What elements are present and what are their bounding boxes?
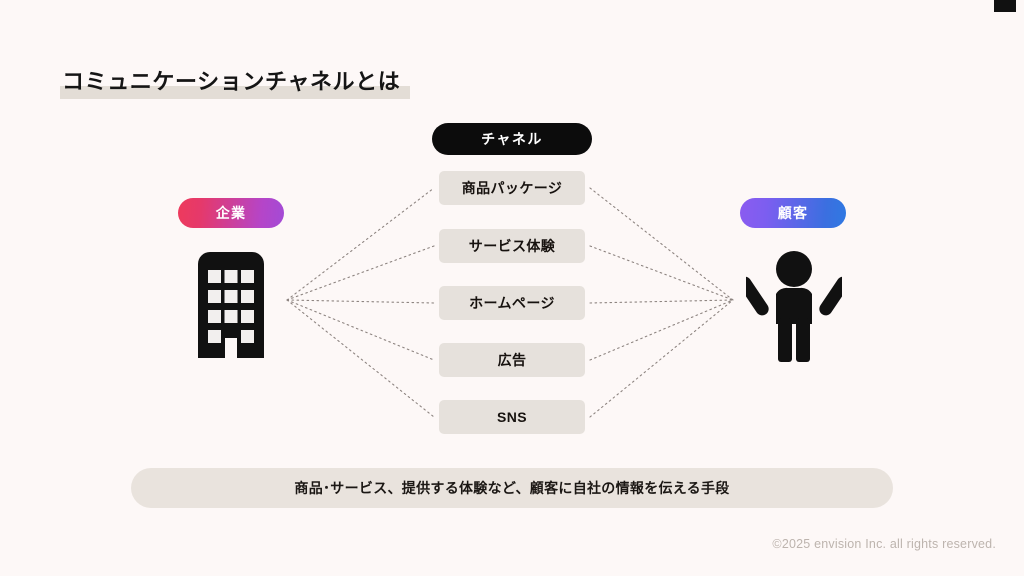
channel-header-label: チャネル: [481, 131, 543, 147]
caption-text: 商品･サービス、提供する体験など、顧客に自社の情報を伝える手段: [294, 480, 730, 496]
channel-item-1[interactable]: サービス体験: [439, 229, 585, 263]
footer-copyright: ©2025 envision Inc. all rights reserved.: [772, 537, 996, 551]
channel-item-label: ホームページ: [469, 295, 555, 311]
caption-bar: 商品･サービス、提供する体験など、顧客に自社の情報を伝える手段: [131, 468, 893, 508]
customer-pill: 顧客: [740, 198, 846, 228]
company-label: 企業: [215, 205, 247, 221]
channel-item-0[interactable]: 商品パッケージ: [439, 171, 585, 205]
channel-item-3[interactable]: 広告: [439, 343, 585, 377]
company-pill: 企業: [178, 198, 284, 228]
channel-item-label: SNS: [497, 409, 527, 425]
page-title: コミュニケーションチャネルとは: [60, 66, 410, 100]
corner-marker: [994, 0, 1016, 12]
channel-item-label: 商品パッケージ: [461, 180, 563, 196]
channel-item-4[interactable]: SNS: [439, 400, 585, 434]
person-raised-arms-icon: [746, 251, 842, 362]
channel-header-pill: チャネル: [432, 123, 592, 155]
customer-label: 顧客: [777, 205, 809, 221]
title-highlight-band: [60, 86, 410, 99]
channel-item-label: 広告: [497, 352, 527, 368]
channel-item-2[interactable]: ホームページ: [439, 286, 585, 320]
page-title-text: コミュニケーションチャネルとは: [62, 69, 401, 94]
office-building-icon: [198, 252, 264, 358]
channel-item-label: サービス体験: [468, 238, 556, 254]
